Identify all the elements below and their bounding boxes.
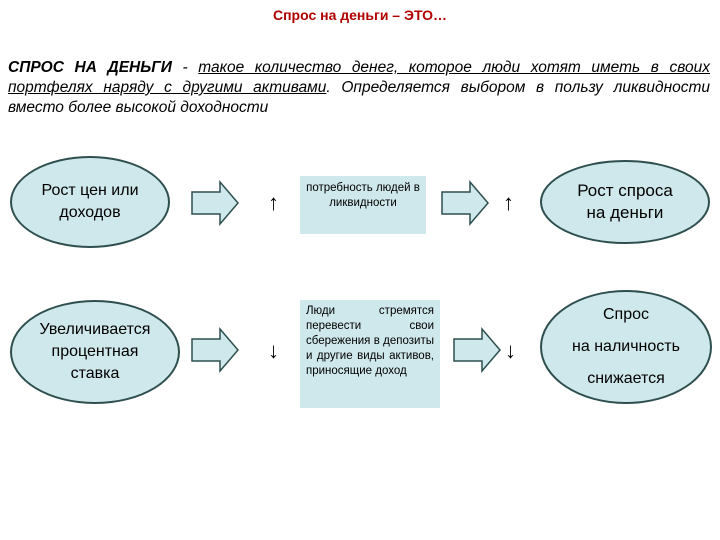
result-label-cash-3: снижается <box>587 370 665 387</box>
cause-label-prices: Рост цен или доходов <box>41 182 139 221</box>
result-label-demand: Рост спроса на деньги <box>577 181 673 222</box>
block-arrow-3 <box>191 327 239 373</box>
block-arrow-1 <box>191 180 239 226</box>
page-title: Спрос на деньги – ЭТО… <box>272 7 448 23</box>
liquidity-need-box: потребность людей в ликвидности <box>300 176 426 234</box>
down-arrow-icon: ↓ <box>268 338 279 363</box>
block-arrow-2 <box>441 180 489 226</box>
cause-ellipse-prices: Рост цен или доходов <box>10 156 170 248</box>
result-label-cash-1: Спрос <box>602 306 649 323</box>
result-ellipse-demand: Рост спроса на деньги <box>540 160 710 244</box>
definition-rest: . Определяется выбором в пользу ликвидно… <box>8 79 710 116</box>
savings-box: Люди стремятся перевести свои сбережения… <box>300 300 440 408</box>
result-label-cash-2: на наличность <box>572 338 680 355</box>
up-arrow-icon: ↑ <box>503 190 514 215</box>
cause-ellipse-rate: Увеличивается процентная ставка <box>10 300 180 404</box>
definition-underlined: такое количество денег, которое люди хот… <box>8 59 710 96</box>
up-arrow-icon: ↑ <box>268 190 279 215</box>
cause-label-rate: Увеличивается процентная ставка <box>39 321 151 382</box>
definition-dash: - <box>171 59 199 76</box>
definition-term: СПРОС НА ДЕНЬГИ <box>8 59 172 76</box>
block-arrow-4 <box>453 327 501 373</box>
down-arrow-icon: ↓ <box>505 338 516 363</box>
liquidity-need-label: потребность людей в ликвидности <box>306 182 420 209</box>
result-ellipse-cash: Спрос на наличность снижается <box>540 290 712 404</box>
savings-label: Люди стремятся перевести свои сбережения… <box>306 305 434 377</box>
definition-text: СПРОС НА ДЕНЬГИ - такое количество денег… <box>8 58 710 118</box>
